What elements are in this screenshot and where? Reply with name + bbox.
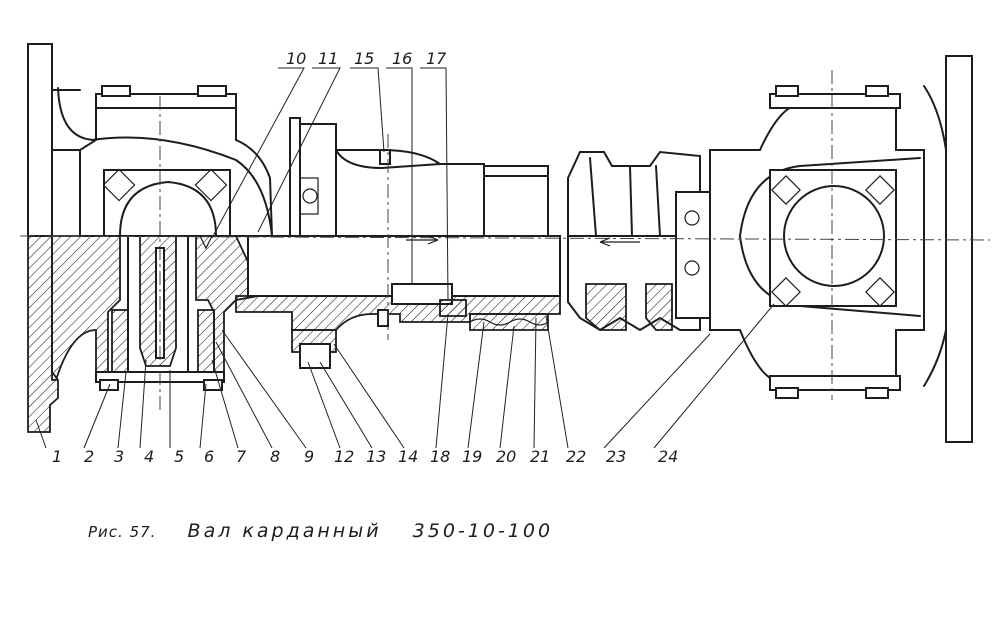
callout-11: 11 — [318, 49, 338, 68]
callout-5: 5 — [174, 447, 184, 466]
figure-code: 350-10-100 — [412, 520, 554, 542]
callout-1: 1 — [52, 447, 62, 466]
callout-numbers: 1 2 3 4 5 6 7 8 9 12 13 14 18 19 20 21 2… — [52, 49, 678, 466]
center-section — [235, 149, 561, 369]
left-yoke — [51, 85, 274, 391]
callout-17: 17 — [426, 49, 447, 68]
callout-15: 15 — [354, 49, 374, 68]
figure-caption: Рис. 57. Вал карданный 350-10-100 — [88, 520, 553, 542]
callout-2: 2 — [84, 447, 94, 466]
figure-title: Вал карданный — [187, 520, 382, 542]
leader-lines — [35, 67, 775, 449]
callout-23: 23 — [606, 447, 626, 466]
callout-24: 24 — [658, 447, 678, 466]
right-sleeve — [567, 150, 711, 332]
callout-10: 10 — [286, 49, 306, 68]
callout-16: 16 — [392, 49, 412, 68]
figure-number: Рис. 57. — [88, 523, 157, 541]
callout-19: 19 — [462, 447, 482, 466]
left-flange — [27, 43, 97, 433]
right-yoke — [709, 55, 973, 443]
callout-12: 12 — [334, 447, 354, 466]
callout-18: 18 — [430, 447, 450, 466]
callout-9: 9 — [304, 447, 314, 466]
callout-22: 22 — [566, 447, 586, 466]
callout-20: 20 — [496, 447, 516, 466]
callout-6: 6 — [204, 447, 214, 466]
callout-14: 14 — [398, 447, 418, 466]
left-shaft — [289, 117, 549, 237]
callout-8: 8 — [270, 447, 280, 466]
callout-4: 4 — [144, 447, 154, 466]
callout-7: 7 — [236, 447, 247, 466]
callout-13: 13 — [366, 447, 386, 466]
callout-21: 21 — [530, 447, 550, 466]
center-lines — [19, 70, 991, 410]
callout-3: 3 — [114, 447, 124, 466]
